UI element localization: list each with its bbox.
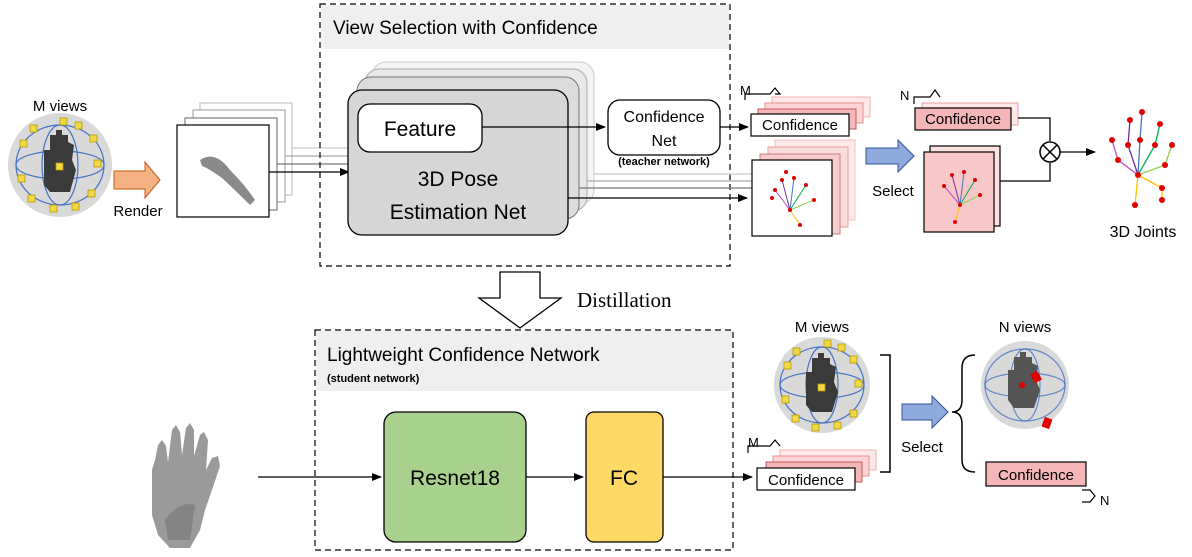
3d-joints-skeleton-icon (1109, 109, 1175, 208)
net-to-skeletons-arrows (568, 173, 770, 202)
stack-to-net-arrows (269, 147, 352, 176)
marker-square (89, 134, 98, 143)
top-sel-confidence-label: Confidence (925, 111, 1001, 128)
bottom-confidence-label: Confidence (768, 472, 844, 489)
conf-net-label-line1: Confidence (624, 109, 705, 126)
lightweight-title: Lightweight Confidence Network (327, 345, 600, 366)
marker-square (74, 121, 83, 130)
conf-net-label-line2: Net (652, 133, 677, 150)
marker-square (93, 159, 102, 168)
marker-square (19, 139, 28, 148)
sel-confidence-box (914, 107, 1012, 131)
bottom-n-views-label: N views (999, 319, 1052, 336)
marker-square (791, 414, 800, 423)
marker-square (29, 124, 38, 133)
bottom-m-views-sphere-icon (774, 337, 870, 433)
marker-square (55, 162, 64, 171)
top-m-label: M (740, 83, 751, 98)
marker-square (837, 343, 846, 352)
top-n-label: N (900, 88, 909, 103)
marker-square (783, 361, 792, 370)
top-select-arrow-icon (865, 138, 915, 174)
depth-hand-image (152, 423, 220, 548)
marker-square (811, 423, 820, 432)
bottom-m-views-label: M views (795, 319, 849, 336)
view-selection-title-band (321, 5, 729, 49)
lightweight-box (314, 329, 734, 551)
distillation-arrow-icon (477, 271, 563, 329)
bottom-sel-confidence-label: Confidence (998, 467, 1074, 484)
depth-image-stack (176, 102, 293, 218)
pose-net-label-line2: Estimation Net (390, 201, 527, 224)
bottom-n-label: N (1100, 493, 1109, 508)
marker-square (49, 204, 58, 213)
marker-square (792, 347, 801, 356)
confidence-stack (750, 96, 871, 137)
view-selection-box (319, 3, 731, 267)
bottom-n-views-sphere-icon (981, 341, 1069, 430)
bottom-n-brace-icon (1082, 489, 1096, 503)
distillation-label: Distillation (577, 288, 672, 312)
bottom-sel-confidence-box (985, 461, 1087, 487)
skeleton-stack (751, 139, 856, 237)
top-m-views-label: M views (33, 98, 87, 115)
skeleton-to-multiply-line (1000, 163, 1051, 182)
bottom-section: Lightweight Confidence Network (student … (152, 319, 1109, 551)
render-label: Render (113, 203, 162, 220)
multiply-icon (1039, 141, 1061, 163)
teacher-label: (teacher network) (618, 156, 710, 168)
marker-square (59, 117, 68, 126)
top-select-label: Select (872, 183, 915, 200)
feature-label: Feature (384, 118, 456, 141)
render-arrow-icon (113, 160, 161, 200)
feature-block (357, 103, 483, 153)
n-views-brace (951, 354, 976, 473)
bottom-m-label: M (748, 435, 759, 450)
marker-square (17, 174, 26, 183)
view-selection-title: View Selection with Confidence (333, 18, 598, 39)
pose-net-label-line1: 3D Pose (418, 168, 499, 191)
marker-square (781, 395, 790, 404)
bottom-select-label: Select (901, 439, 944, 456)
top-confidence-label: Confidence (762, 117, 838, 134)
marker-square (833, 421, 842, 430)
m-views-bracket (880, 354, 891, 473)
3d-joints-label: 3D Joints (1110, 224, 1177, 241)
fc-label: FC (610, 467, 638, 490)
marker-square (823, 339, 832, 348)
resnet18-label: Resnet18 (410, 467, 500, 490)
hand-sphere-icon (8, 113, 112, 217)
lightweight-title-band (316, 331, 732, 391)
distillation-section: Distillation (477, 271, 672, 329)
confidence-to-multiply-line (1018, 117, 1051, 141)
marker-square (849, 355, 858, 364)
top-section: M views Render View Selection with Confi… (8, 3, 1177, 267)
bottom-select-arrow-icon (901, 394, 949, 430)
marker-square (71, 202, 80, 211)
bottom-m-brace-icon (747, 439, 781, 453)
marker-square (817, 383, 826, 392)
marker-square (854, 379, 863, 388)
selected-skeleton-stack (923, 145, 1001, 233)
marker-square (87, 189, 96, 198)
student-label: (student network) (327, 373, 420, 385)
bottom-confidence-stack (756, 449, 877, 491)
marker-square (849, 409, 858, 418)
marker-square (27, 194, 36, 203)
m-brace-icon (744, 87, 782, 100)
top-n-brace-icon (913, 88, 941, 104)
